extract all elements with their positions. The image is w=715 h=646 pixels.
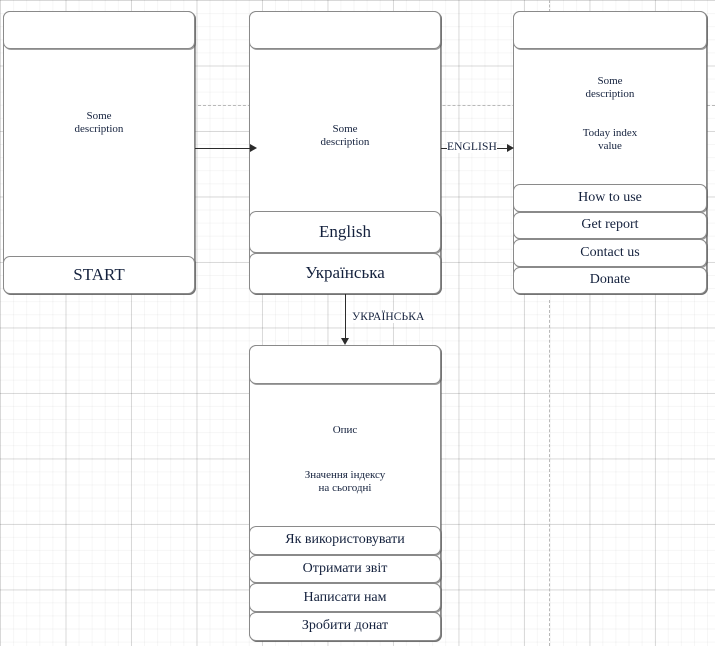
start-screen-description: Some description	[74, 110, 124, 135]
connector-label-english: ENGLISH	[447, 141, 497, 153]
english-menu-index-value: Today index value	[582, 126, 638, 152]
english-menu-card[interactable]: Some description Today index value How t…	[513, 11, 707, 294]
ukrainian-menu-card[interactable]: Опис Значення індексу на сьогодні Як вик…	[249, 345, 441, 641]
language-screen-description: Some description	[320, 123, 370, 148]
ukrainian-menu-footer: Як використовувати Отримати звіт Написат…	[249, 526, 441, 641]
arrowhead-language-to-ukrainian	[341, 338, 349, 345]
english-menu-body: Some description Today index value	[514, 49, 706, 184]
arrowhead-start-to-language	[250, 144, 257, 152]
english-language-button[interactable]: English	[249, 211, 441, 253]
vertical-guide-line	[549, 300, 550, 646]
vertical-guide-line-top	[549, 0, 550, 12]
english-menu-footer: How to use Get report Contact us Donate	[513, 184, 707, 294]
connector-language-to-ukrainian	[345, 294, 346, 338]
connector-label-ukrainian: УКРАЇНСЬКА	[352, 311, 425, 323]
start-screen-body: Some description	[4, 49, 194, 256]
contact-us-button[interactable]: Contact us	[513, 239, 707, 267]
language-screen-header	[249, 11, 441, 49]
language-screen-body: Some description	[250, 49, 440, 211]
ukrainian-menu-body: Опис Значення індексу на сьогодні	[250, 384, 440, 526]
english-menu-header	[513, 11, 707, 49]
connector-start-to-language	[195, 148, 250, 149]
ukrainian-menu-header	[249, 345, 441, 384]
arrowhead-language-to-english	[507, 144, 514, 152]
donate-button[interactable]: Donate	[513, 266, 707, 294]
ukrainian-language-button[interactable]: Українська	[249, 252, 441, 294]
donate-button-ua[interactable]: Зробити донат	[249, 612, 441, 641]
language-screen-card[interactable]: Some description English Українська	[249, 11, 441, 294]
how-to-use-button[interactable]: How to use	[513, 184, 707, 212]
horizontal-guide-line	[198, 105, 715, 106]
start-screen-header	[3, 11, 195, 49]
start-button[interactable]: START	[3, 256, 195, 294]
start-screen-card[interactable]: Some description START	[3, 11, 195, 294]
get-report-button-ua[interactable]: Отримати звіт	[249, 554, 441, 584]
language-screen-footer: English Українська	[249, 211, 441, 294]
how-to-use-button-ua[interactable]: Як використовувати	[249, 526, 441, 555]
english-menu-description: Some description	[585, 75, 635, 100]
contact-us-button-ua[interactable]: Написати нам	[249, 583, 441, 613]
start-screen-footer: START	[3, 256, 195, 294]
get-report-button[interactable]: Get report	[513, 211, 707, 239]
ukrainian-menu-index-value: Значення індексу на сьогодні	[304, 468, 386, 494]
ukrainian-menu-description: Опис	[332, 424, 358, 436]
